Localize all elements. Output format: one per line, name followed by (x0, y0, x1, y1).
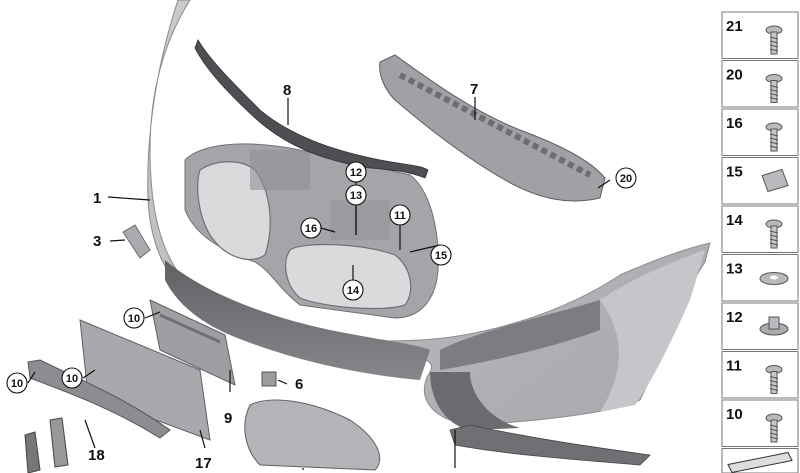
small-bracket-left (24, 431, 41, 473)
circled-callout-20: 20 (615, 167, 637, 189)
arrow-icon (727, 451, 793, 473)
lower-spoiler-piece (449, 424, 651, 466)
fastener-number: 13 (726, 261, 743, 278)
circled-callout-12-label: 12 (350, 167, 362, 179)
circled-callout-10a-label: 10 (128, 313, 140, 325)
expanding-rivet-icon (765, 219, 783, 249)
circled-callout-12: 12 (345, 161, 367, 183)
circled-callout-15-label: 15 (435, 250, 447, 262)
fastener-cell-11: 11 (721, 351, 799, 399)
fastener-cell-20: 20 (721, 60, 799, 108)
clip-part (261, 371, 277, 387)
circled-callout-10c: 10 (6, 372, 28, 394)
license-plate-base (79, 319, 211, 441)
callout-7: 7 (470, 81, 478, 98)
circled-callout-10b-label: 10 (66, 373, 78, 385)
leader-lines (27, 97, 611, 470)
fastener-number: 20 (726, 67, 743, 84)
fastener-number: 12 (726, 309, 743, 326)
upper-seal-strip (194, 39, 429, 179)
fastener-cell-15: 15 (721, 157, 799, 205)
fastener-number: 11 (726, 358, 742, 375)
circled-callout-14-label: 14 (347, 285, 360, 297)
callout-3: 3 (93, 233, 101, 250)
callout-17: 17 (195, 455, 212, 472)
fastener-cell-21: 21 (721, 11, 799, 59)
callout-8: 8 (283, 82, 291, 99)
circled-callout-10b: 10 (61, 367, 83, 389)
circled-callout-11: 11 (389, 204, 411, 226)
fastener-cell-10: 10 (721, 399, 799, 447)
lower-grille-insert (244, 399, 381, 471)
circled-callout-16-label: 16 (305, 223, 317, 235)
circled-callout-20-label: 20 (620, 173, 632, 185)
fastener-number: 15 (726, 164, 743, 181)
circled-callout-16: 16 (300, 217, 322, 239)
small-bracket-mid (49, 417, 69, 468)
fastener-legend-panel: 21 20 16 15 14 13 12 11 10 (721, 11, 799, 473)
callout-18: 18 (88, 447, 105, 464)
fastener-cell-partial (721, 448, 799, 473)
bumper-bracket (379, 54, 606, 202)
rivet-icon (765, 365, 783, 394)
front-bumper-cover (147, 0, 711, 430)
self-tapping-screw-icon (765, 413, 783, 443)
callout-1: 1 (93, 190, 101, 207)
screw-icon (765, 74, 783, 103)
fastener-cell-13: 13 (721, 254, 799, 302)
circled-callout-14: 14 (342, 279, 364, 301)
circled-callout-15: 15 (430, 244, 452, 266)
fastener-cell-12: 12 (721, 302, 799, 350)
callout-9: 9 (224, 410, 232, 427)
spreading-nut-icon (759, 316, 789, 336)
circled-callout-10a: 10 (123, 307, 145, 329)
circled-callout-13-label: 13 (350, 190, 362, 202)
side-bracket (122, 224, 151, 259)
callout-6: 6 (295, 376, 303, 393)
fastener-cell-14: 14 (721, 205, 799, 253)
tapping-screw-icon (765, 122, 783, 152)
washer-icon (759, 272, 789, 285)
fastener-number: 21 (726, 18, 743, 35)
fastener-number: 10 (726, 406, 743, 423)
circled-callout-13: 13 (345, 184, 367, 206)
fastener-cell-16: 16 (721, 108, 799, 156)
clip-nut-icon (761, 168, 789, 193)
license-plate-bracket (149, 299, 236, 386)
push-rivet-icon (765, 25, 783, 55)
fastener-number: 16 (726, 115, 743, 132)
circled-callout-10c-label: 10 (11, 378, 23, 390)
circled-callout-11-label: 11 (394, 210, 406, 222)
fastener-number: 14 (726, 212, 743, 229)
